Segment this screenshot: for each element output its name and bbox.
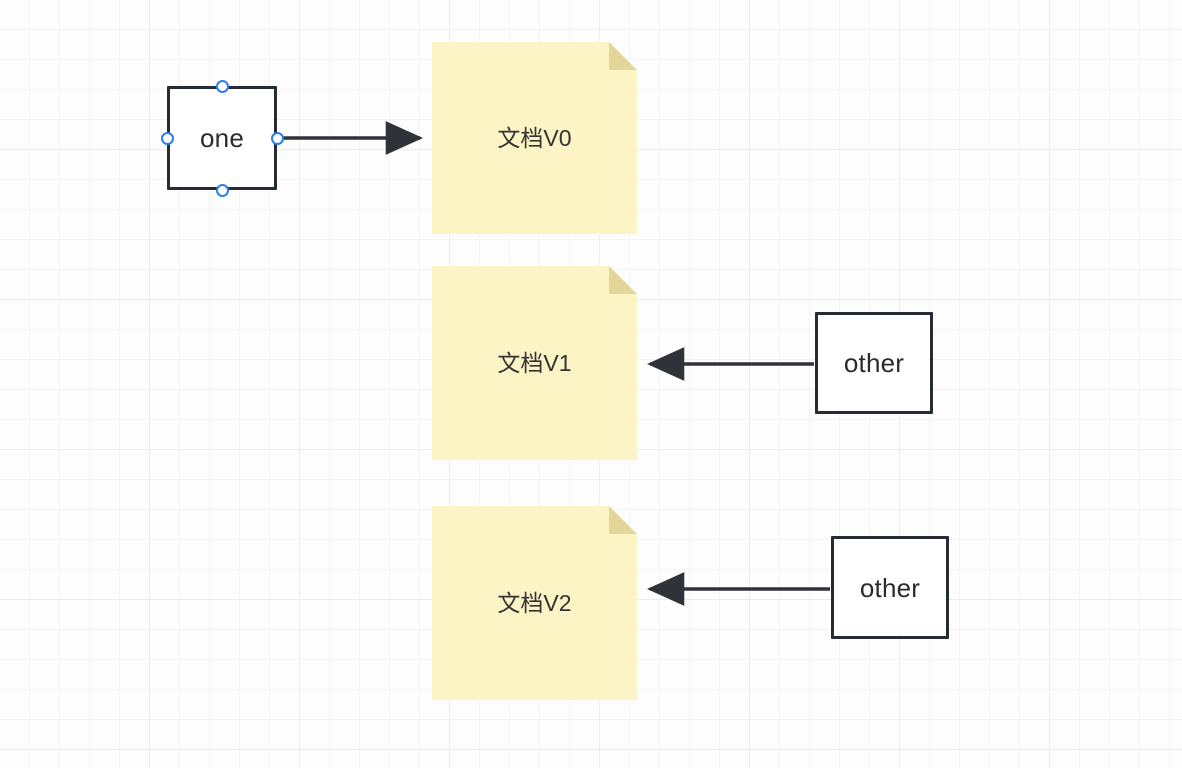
document-fold-corner-icon <box>609 266 637 294</box>
node-document-v1-label: 文档V1 <box>497 349 572 376</box>
node-document-v2-label: 文档V2 <box>497 589 572 616</box>
document-body <box>432 506 637 700</box>
connection-handle-bottom[interactable] <box>215 183 229 197</box>
node-document-v2[interactable]: 文档V2 <box>432 506 637 700</box>
node-other-upper-label: other <box>843 348 905 378</box>
node-other-lower-label: other <box>859 572 921 603</box>
node-one-label: one <box>200 123 244 153</box>
node-document-v0-label: 文档V0 <box>497 124 572 151</box>
node-document-v0[interactable]: 文档V0 <box>432 42 637 234</box>
connection-handle-left[interactable] <box>160 131 174 145</box>
node-other-lower[interactable]: other <box>831 536 949 639</box>
document-fold-corner-icon <box>609 506 637 534</box>
node-document-v1[interactable]: 文档V1 <box>432 266 637 460</box>
connection-handle-top[interactable] <box>215 79 229 93</box>
connection-handle-right[interactable] <box>270 131 284 145</box>
document-fold-corner-icon <box>609 42 637 70</box>
document-body <box>432 266 637 460</box>
node-one[interactable]: one <box>167 86 277 190</box>
node-other-upper[interactable]: other <box>815 312 933 414</box>
document-body <box>432 42 637 234</box>
